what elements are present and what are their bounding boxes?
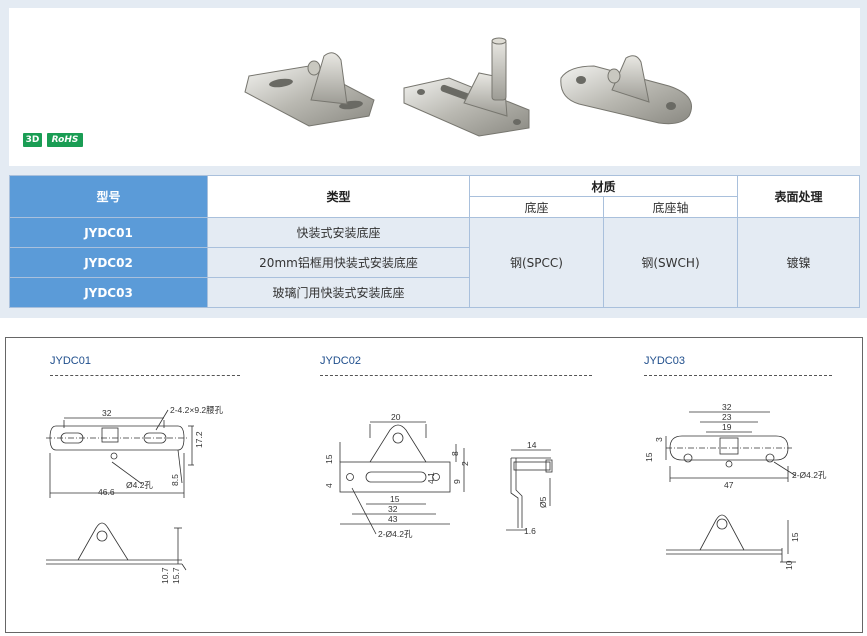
dim-47: 47 [724,480,734,490]
surface-value: 镀镍 [737,217,861,308]
drawing-title-jydc01: JYDC01 [50,355,91,367]
dim-4-1: 4.1 [426,472,436,484]
dim-15: 15 [644,452,654,462]
jydc01-top-view [46,409,194,498]
dim-14: 14 [527,440,537,450]
material-base-value: 钢(SPCC) [469,217,604,308]
dim-32: 32 [722,402,732,412]
material-shaft-value: 钢(SWCH) [602,217,739,308]
dim-23: 23 [722,412,732,422]
drawings-panel: JYDC01 JYDC02 JYDC03 32 2-4.2×9.2腰孔 17.2… [5,337,863,633]
dim-10: 10 [784,560,794,570]
jydc02-side-view [506,449,553,531]
drawing-title-jydc03: JYDC03 [644,355,685,367]
jydc01-side-view [46,522,187,571]
dim-15-7: 15.7 [171,567,181,584]
dim-9: 9 [452,479,462,484]
jydc03-side-view [666,514,796,563]
dim-hole: Ø4.2孔 [126,480,153,490]
dim-3: 3 [654,437,664,442]
dim-15: 15 [324,454,334,464]
row-type: 快装式安装底座 [207,217,470,248]
dim-d5: Ø5 [538,496,548,508]
dim-1-6: 1.6 [524,526,536,536]
spec-table: 型号 类型 材质 表面处理 底座 底座轴 JYDC01 快装式安装底座 钢(SP… [9,175,861,308]
title-divider [320,375,592,376]
dim-32: 32 [388,504,398,514]
technical-drawings: 32 2-4.2×9.2腰孔 17.2 8.5 Ø4.2孔 46.6 10.7 … [46,402,827,584]
header-type: 类型 [207,175,470,218]
dim-slot: 2-4.2×9.2腰孔 [170,405,224,415]
row-type: 玻璃门用快装式安装底座 [207,277,470,308]
product-photo-area: 3D RoHS [9,8,860,166]
header-base: 底座 [469,196,604,218]
3d-badge: 3D [23,133,42,147]
photo-jydc02 [403,37,530,137]
dim-hole: 2-Ø4.2孔 [792,470,827,480]
header-shaft: 底座轴 [602,196,739,218]
photo-jydc01 [244,52,375,127]
rohs-badge: RoHS [47,133,83,147]
row-type: 20mm铝框用快装式安装底座 [207,247,470,278]
row-code: JYDC02 [9,247,208,278]
dim-43: 43 [388,514,398,524]
row-code: JYDC01 [9,217,208,248]
header-surface: 表面处理 [737,175,861,218]
dim-15: 15 [390,494,400,504]
title-divider [644,375,832,376]
dim-2: 2 [460,461,470,466]
title-divider [50,375,240,376]
dim-32: 32 [102,408,112,418]
dim-46-6: 46.6 [98,487,115,497]
row-code: JYDC03 [9,277,208,308]
jydc03-top-view [665,411,797,482]
dim-8-5: 8.5 [170,474,180,486]
dim-hole: 2-Ø4.2孔 [378,529,413,539]
header-model: 型号 [9,175,208,218]
dim-19: 19 [722,422,732,432]
photo-jydc03 [560,55,692,125]
dim-8: 8 [450,451,460,456]
dim-10-7: 10.7 [160,567,170,584]
dim-20: 20 [391,412,401,422]
header-material: 材质 [468,175,739,197]
product-photos [244,37,692,137]
jydc02-front-view [339,421,465,535]
dim-4: 4 [324,483,334,488]
dim-15: 15 [790,532,800,542]
dim-17-2: 17.2 [194,431,204,448]
drawing-title-jydc02: JYDC02 [320,355,361,367]
